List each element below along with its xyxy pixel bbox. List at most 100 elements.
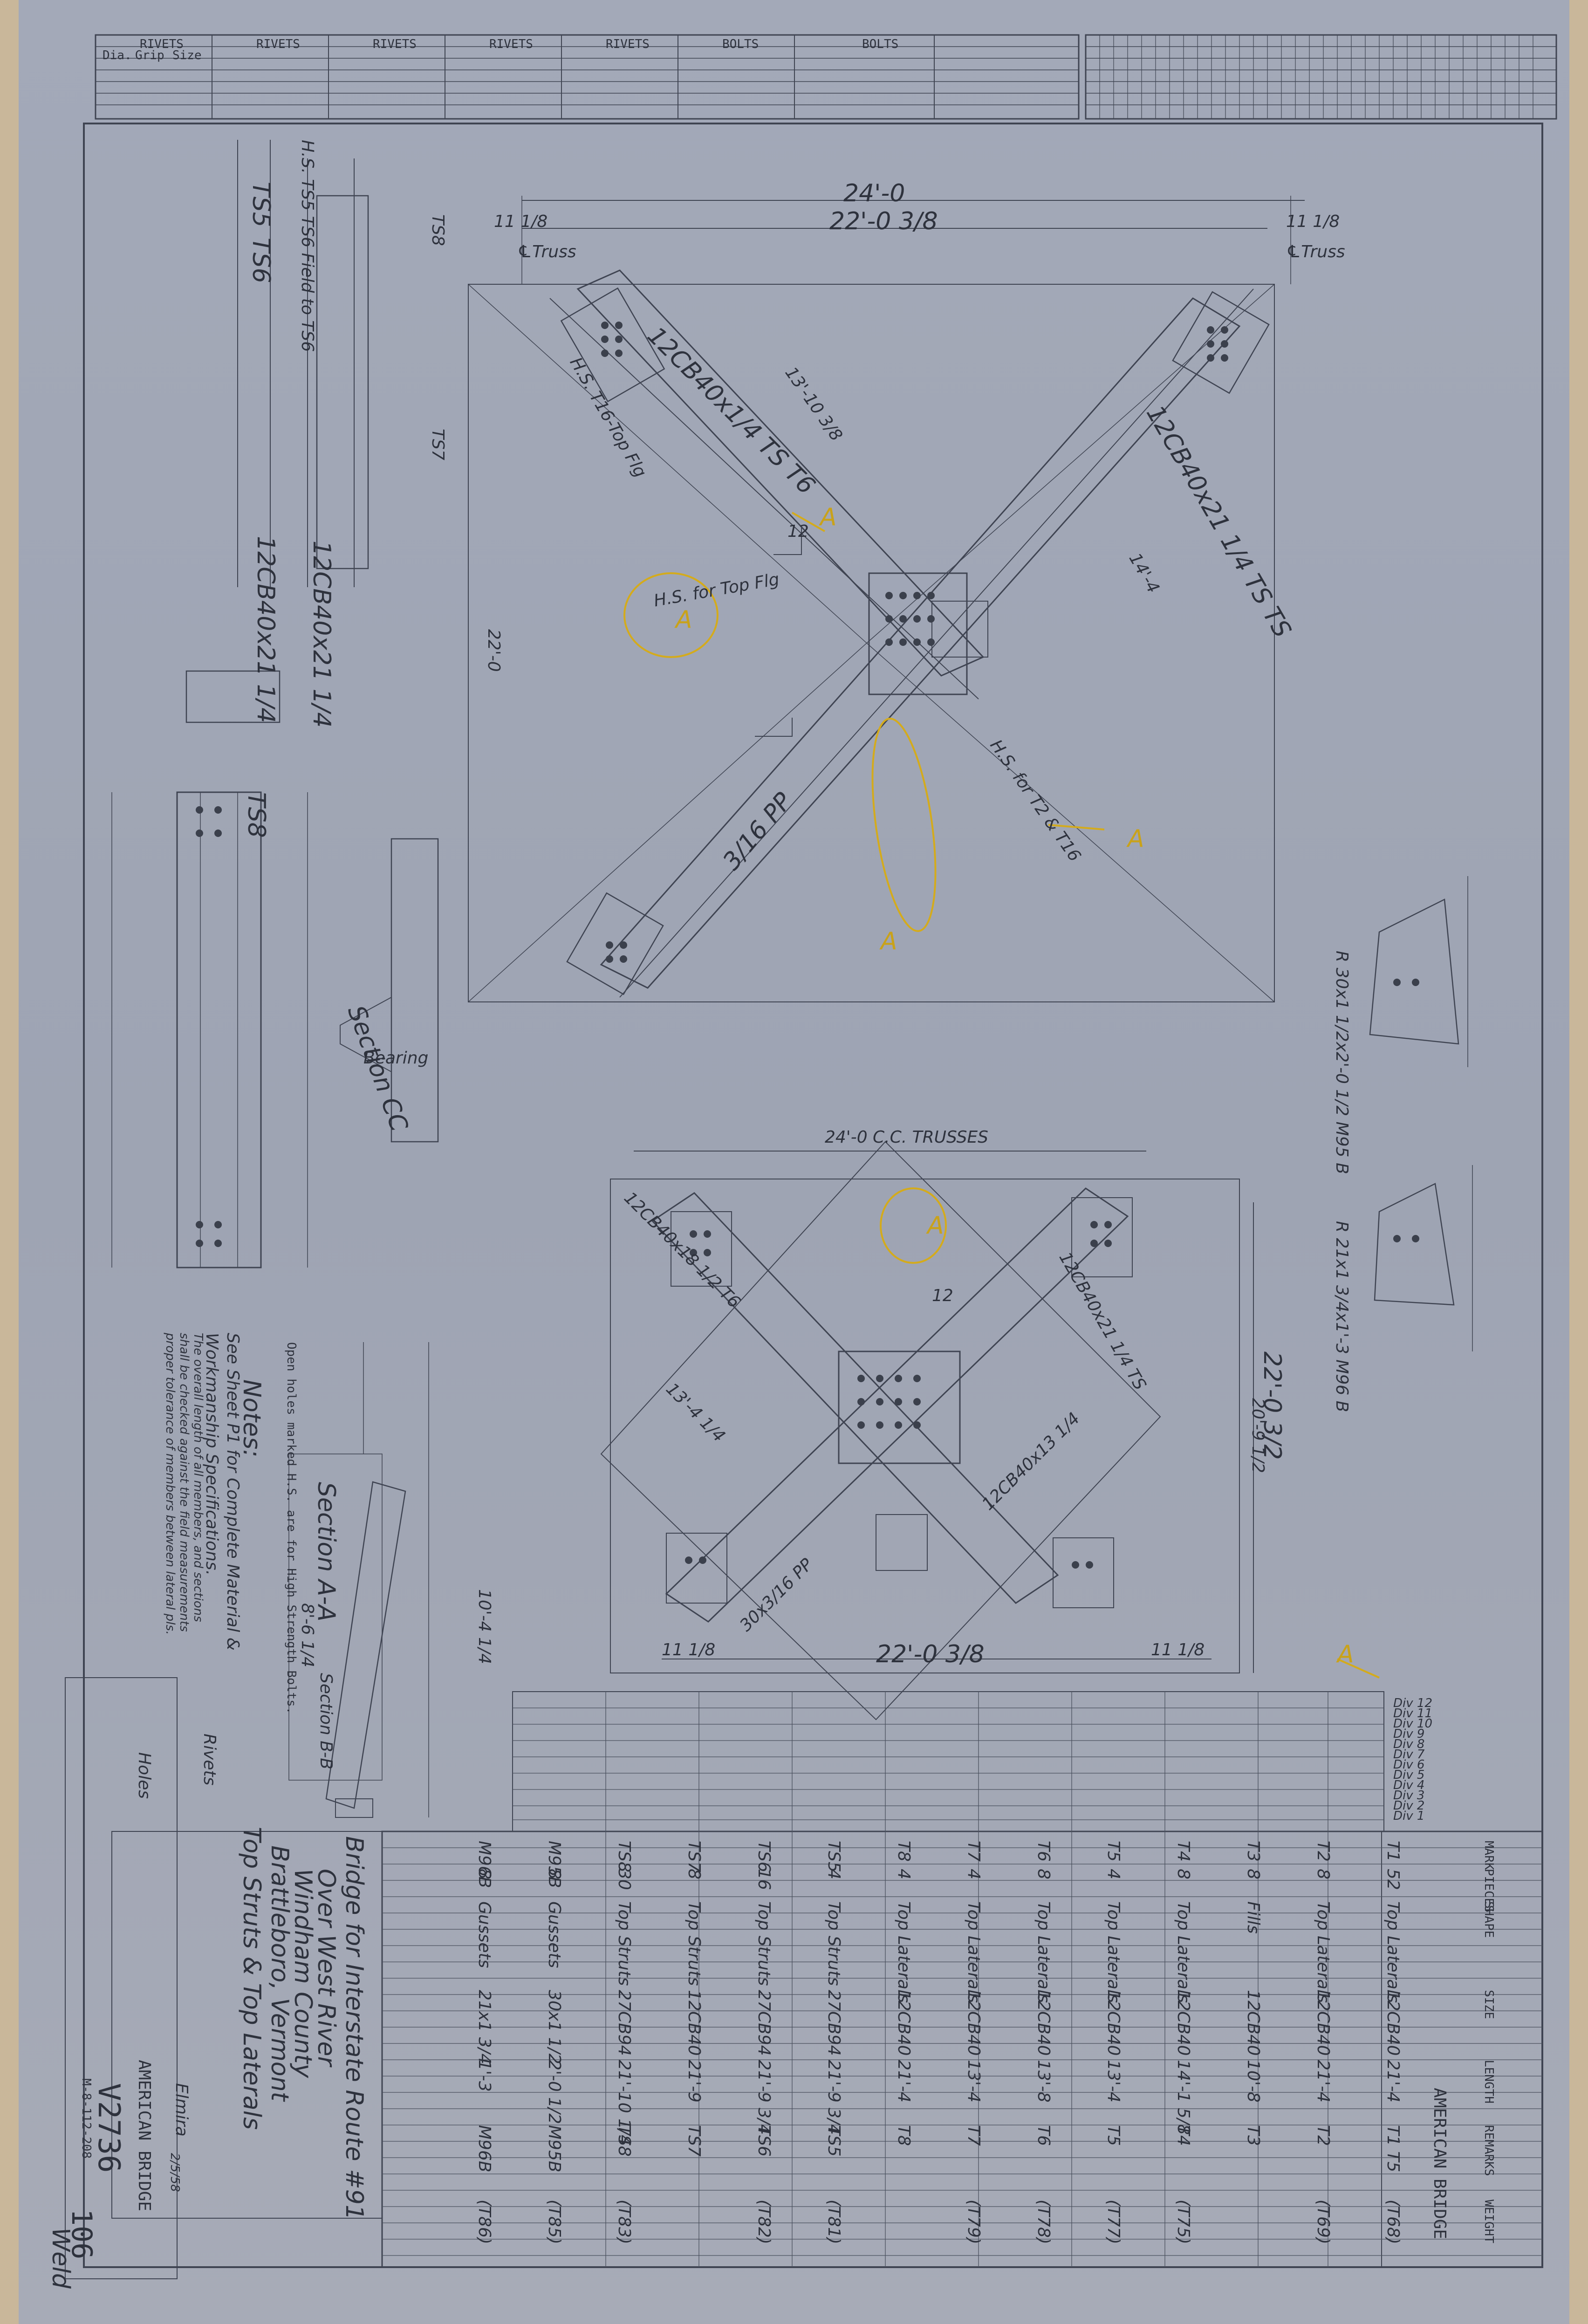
bom-cell: TS7 (684, 2125, 704, 2157)
bottom-overall-dim: 24'-0 C.C. TRUSSES (825, 1128, 989, 1147)
section-cc (390, 838, 439, 1143)
header-label-5: RIVETS (606, 37, 650, 51)
bom-cell: 4 (824, 1869, 843, 1879)
end-plate-bl (566, 892, 664, 995)
bom-cell: Fills (1244, 1901, 1263, 1934)
bottom-inner-dim: 22'-0 3/8 (876, 1640, 985, 1668)
div-label: Div 7 (1393, 1748, 1425, 1762)
bom-header-cell: WEIGHT (1482, 2200, 1496, 2243)
title-block (65, 1677, 178, 2279)
bom-cell: (T86) (475, 2200, 494, 2244)
bottom-end-plate-5 (876, 1514, 928, 1571)
hs-field-note: H.S. TS5 TS6 Field to TS6 (298, 140, 317, 352)
dim-22-0: 22'-0 (484, 629, 503, 672)
bom-cell: 12CB40 (1174, 1990, 1193, 2056)
bom-cell: 21'-4 (894, 2060, 913, 2103)
bom-cell: Gussets (545, 1901, 564, 1968)
bom-cell: 8 (1174, 1869, 1193, 1879)
bom-cell: TS8 (615, 2125, 634, 2157)
highlight-ellipse-2 (871, 718, 937, 932)
bom-cell: 12CB40 (1383, 1990, 1403, 2056)
bom-cell: 27CB94 (754, 1990, 773, 2056)
ts8-main-label: TS8 (242, 792, 270, 838)
div-marker-a: A (1337, 1640, 1354, 1668)
ts7-label: TS7 (428, 429, 447, 460)
bottom-annotation-a: A (927, 1212, 944, 1240)
header-label-7: BOLTS (862, 37, 899, 51)
bom-cell: T5 (1104, 1841, 1123, 1862)
div-label: Div 11 (1393, 1707, 1432, 1721)
bottom-end-plate-2 (1071, 1197, 1133, 1277)
bottom-left-offset: 11 1/8 (662, 1640, 716, 1659)
bom-cell: (T78) (1034, 2200, 1053, 2244)
bom-cell: 8 (1244, 1869, 1263, 1879)
bom-cell: TS7 (684, 1841, 704, 1872)
center-gusset-bottom (838, 1351, 961, 1464)
bom-cell: Top Laterals (894, 1901, 913, 2003)
bom-cell: 4 (1104, 1869, 1123, 1879)
bom-cell: (T77) (1104, 2200, 1123, 2244)
bom-cell: 4 (894, 1869, 913, 1879)
gusset-m95b (1369, 898, 1459, 1045)
bom-header-cell: LENGTH (1482, 2060, 1496, 2104)
bom-cell: (T82) (754, 2200, 773, 2244)
end-plate-tl (560, 287, 665, 403)
notes-line-2: Workmanship Specifications. (202, 1333, 221, 1576)
bom-cell: TS6 (754, 1841, 773, 1872)
bom-cell: T2 (1314, 1841, 1333, 1862)
bom-cell: 21'-9 3/4 (754, 2060, 773, 2135)
header-table-right (1085, 34, 1557, 120)
bom-cell: (T79) (964, 2200, 983, 2244)
bom-cell: 13'-8 (1034, 2060, 1053, 2103)
annotation-a-2: A (676, 606, 692, 634)
bom-cell: T8 (894, 1841, 913, 1862)
annotation-a-4: A (881, 927, 897, 955)
bom-cell: 13'-4 (964, 2060, 983, 2103)
bom-cell: (T83) (615, 2200, 634, 2244)
weld-label: Weld (47, 2228, 75, 2289)
bottom-end-plate-1 (671, 1211, 732, 1287)
bom-cell: T3 (1244, 2125, 1263, 2146)
top-left-offset: 11 1/8 (494, 212, 548, 231)
bom-cell: TS8 (615, 1841, 634, 1872)
bom-cell: M96B (475, 1841, 494, 1888)
bottom-end-plate-4 (1053, 1537, 1114, 1608)
highlight-ellipse-1 (623, 572, 719, 658)
ts8-small-label: TS8 (428, 214, 447, 246)
top-overall-dim: 24'-0 (843, 179, 905, 207)
strut-section-small (185, 670, 281, 723)
bom-cell: 30x1 1/2 (545, 1990, 564, 2064)
bom-cell: 14'-1 5/8 (1174, 2060, 1193, 2135)
header-label-4: RIVETS (489, 37, 533, 51)
annotation-a-1: A (820, 503, 837, 531)
bom-cell: T4 (1174, 1841, 1193, 1862)
bom-cell: T7 (964, 2125, 983, 2146)
bom-cell: M96B (475, 2125, 494, 2173)
bottom-plan-frame (610, 1179, 1240, 1673)
drawing-number: V2736 (91, 2083, 126, 2173)
header-label-2: RIVETS (256, 37, 300, 51)
bom-cell: TS5 (824, 2125, 843, 2157)
bottom-end-plate-3 (666, 1533, 727, 1604)
bom-cell: 12CB40 (684, 1990, 704, 2056)
bom-cell: 13'-4 (1104, 2060, 1123, 2103)
title-line-1: Bridge for Interstate Route #91 (340, 1836, 368, 2220)
div-label: Div 6 (1393, 1758, 1425, 1772)
bom-cell: 12CB40 (964, 1990, 983, 2056)
div-label: Div 8 (1393, 1737, 1425, 1751)
end-plate-tr (1172, 291, 1270, 394)
bom-cell: 21x1 3/4 (475, 1990, 494, 2064)
section-bb-label: Section B-B (316, 1673, 335, 1769)
header-col-size: Size (172, 48, 202, 62)
member-b1 (651, 1192, 1059, 1604)
bom-cell: 16 (754, 1869, 773, 1890)
bom-cell: Top Laterals (1383, 1901, 1403, 2003)
div-table (512, 1691, 1384, 1832)
company-name-block: AMERICAN BRIDGE (135, 2060, 154, 2212)
bom-cell: M95B (545, 2125, 564, 2173)
div-label: Div 3 (1393, 1789, 1425, 1803)
bom-cell: Top Laterals (964, 1901, 983, 2003)
dim-10-4: 10'-4 1/4 (475, 1589, 494, 1664)
bearing-label: Bearing (363, 1049, 429, 1068)
